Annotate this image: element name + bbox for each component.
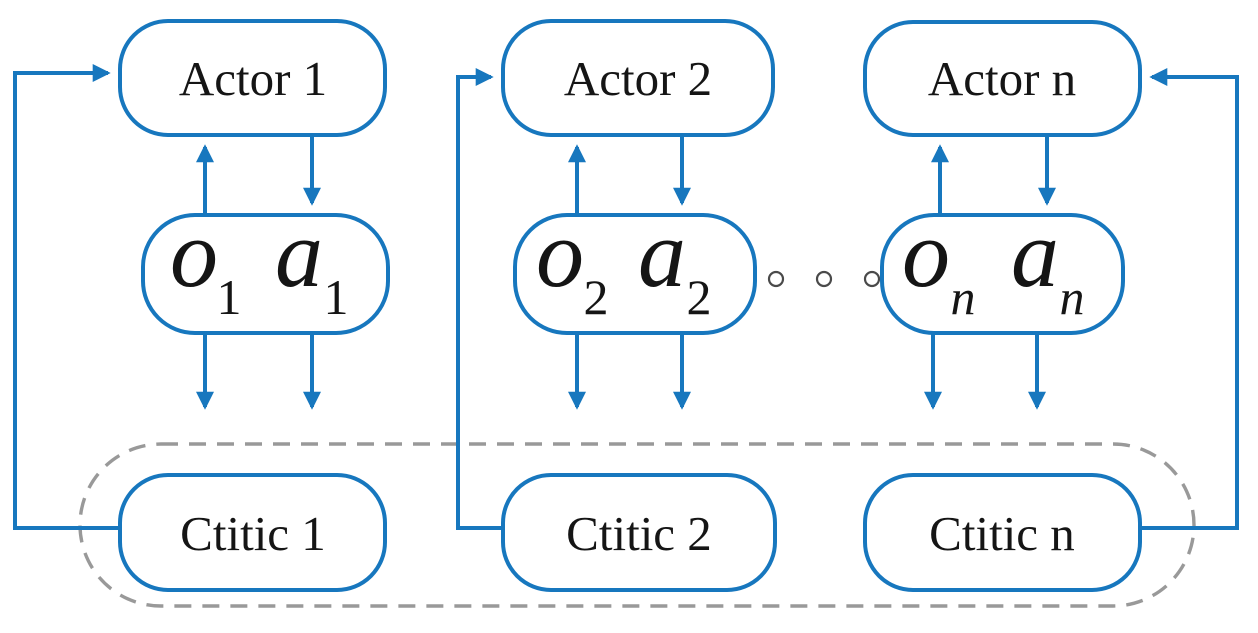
critic-n-label: Ctitic n bbox=[929, 506, 1075, 561]
obs-2-symbol: o bbox=[536, 200, 584, 307]
critic-1-label: Ctitic 1 bbox=[180, 506, 326, 561]
obs-2-subscript: 2 bbox=[584, 269, 609, 325]
obs-n-subscript: n bbox=[951, 269, 976, 325]
critics-dashed-container bbox=[78, 442, 1196, 608]
obs-1-subscript: 1 bbox=[217, 269, 242, 325]
action-2-subscript: 2 bbox=[687, 269, 712, 325]
critic2-to-actor2-feedback-arrow bbox=[456, 68, 505, 530]
obs-action-1-box bbox=[141, 213, 390, 335]
actor-n-label: Actor n bbox=[928, 51, 1076, 106]
criticn-to-actorn-feedback-arrow bbox=[1138, 68, 1239, 530]
action-n-symbol: a bbox=[1011, 200, 1059, 307]
critic1-to-actor1-feedback-arrow bbox=[13, 64, 122, 530]
actor-1-box bbox=[118, 19, 387, 137]
obs-n-symbol: o bbox=[902, 200, 950, 307]
critic-2-box bbox=[501, 473, 777, 592]
critic-1-box bbox=[118, 473, 387, 592]
obs-action-n-box bbox=[880, 213, 1125, 335]
actor-1-label: Actor 1 bbox=[179, 51, 327, 106]
obs-1-symbol: o bbox=[170, 200, 218, 307]
action-n-subscript: n bbox=[1060, 269, 1085, 325]
actor-n-box bbox=[863, 20, 1142, 137]
obs-action-2-box bbox=[513, 213, 757, 335]
action-2-symbol: a bbox=[638, 200, 686, 307]
action-1-symbol: a bbox=[275, 200, 323, 307]
actor-2-box bbox=[501, 19, 775, 137]
actor-2-label: Actor 2 bbox=[564, 51, 712, 106]
action-1-subscript: 1 bbox=[324, 269, 349, 325]
critic-n-box bbox=[863, 473, 1142, 592]
critic-2-label: Ctitic 2 bbox=[566, 506, 712, 561]
ellipsis-dots-icon bbox=[767, 270, 881, 288]
